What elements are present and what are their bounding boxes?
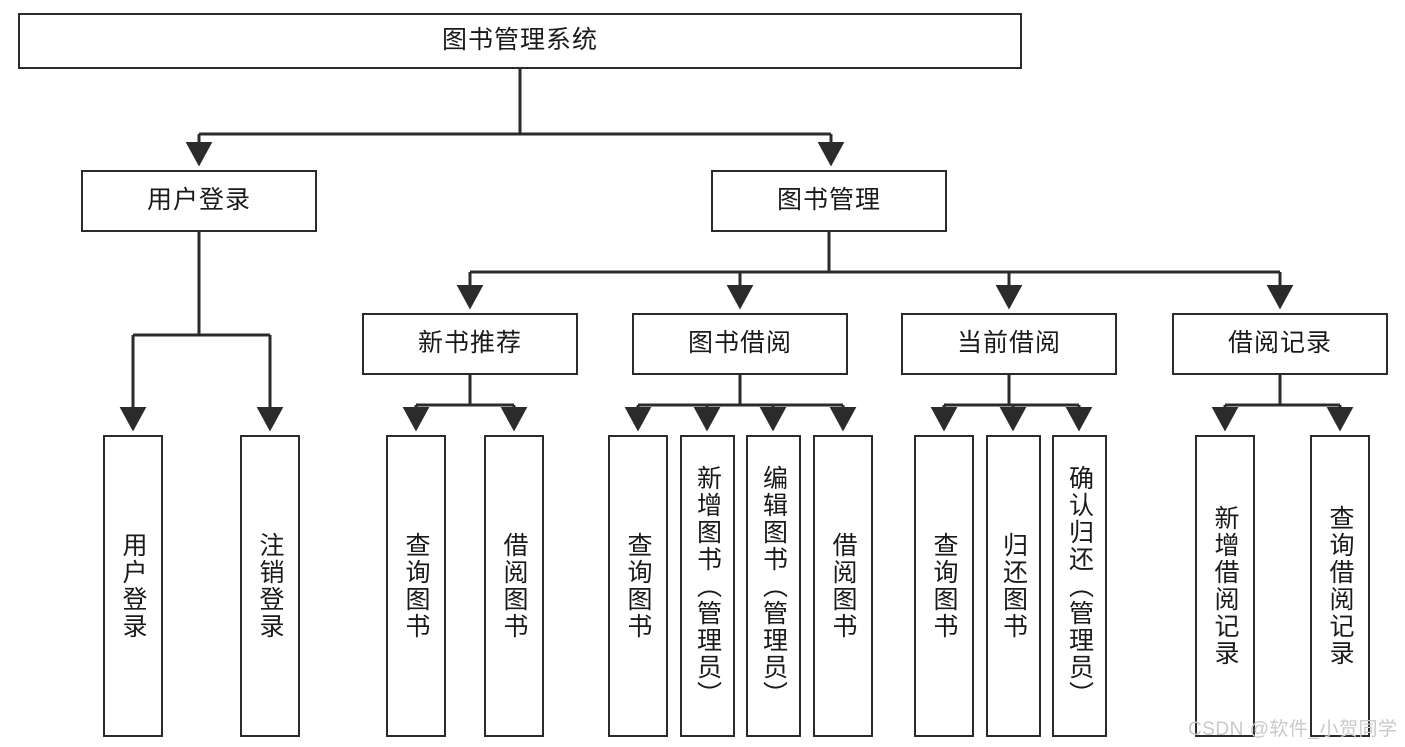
node-leaf-add-borrow-record[interactable]: 新增借阅记录	[1195, 435, 1255, 737]
node-leaf-query-borrow-record[interactable]: 查询借阅记录	[1310, 435, 1370, 737]
node-book-management[interactable]: 图书管理	[711, 170, 947, 232]
node-leaf-borrow-book-1-label: 借阅图书	[500, 532, 528, 640]
node-new-book-recommend-label: 新书推荐	[417, 329, 522, 358]
node-leaf-user-login-label: 用户登录	[119, 532, 147, 640]
node-root[interactable]: 图书管理系统	[18, 13, 1022, 69]
node-leaf-query-book-2-label: 查询图书	[624, 532, 652, 640]
node-leaf-query-book-3-label: 查询图书	[930, 532, 958, 640]
node-leaf-logout-login-label: 注销登录	[256, 532, 284, 640]
node-leaf-borrow-book-2[interactable]: 借阅图书	[813, 435, 873, 737]
node-book-borrow[interactable]: 图书借阅	[632, 313, 848, 375]
node-borrow-record-label: 借阅记录	[1227, 329, 1332, 358]
node-leaf-query-book-3[interactable]: 查询图书	[914, 435, 974, 737]
node-leaf-borrow-book-1[interactable]: 借阅图书	[484, 435, 544, 737]
node-leaf-query-book-2[interactable]: 查询图书	[608, 435, 668, 737]
node-current-borrow[interactable]: 当前借阅	[901, 313, 1117, 375]
node-leaf-add-book-admin[interactable]: 新增图书（管理员）	[680, 435, 735, 737]
node-book-borrow-label: 图书借阅	[687, 329, 792, 358]
node-leaf-query-book-1[interactable]: 查询图书	[386, 435, 446, 737]
node-leaf-return-book-label: 归还图书	[999, 532, 1028, 640]
node-user-login[interactable]: 用户登录	[81, 170, 317, 232]
node-leaf-edit-book-admin-label: 编辑图书（管理员）	[759, 464, 788, 708]
csdn-watermark: CSDN @软件_小贺同学	[1188, 719, 1398, 740]
node-leaf-query-book-1-label: 查询图书	[402, 532, 430, 640]
node-leaf-edit-book-admin[interactable]: 编辑图书（管理员）	[746, 435, 801, 737]
node-leaf-confirm-return-admin[interactable]: 确认归还（管理员）	[1052, 435, 1107, 737]
node-user-login-label: 用户登录	[146, 186, 251, 215]
node-borrow-record[interactable]: 借阅记录	[1172, 313, 1388, 375]
node-leaf-logout-login[interactable]: 注销登录	[240, 435, 300, 737]
node-leaf-borrow-book-2-label: 借阅图书	[829, 532, 857, 640]
node-leaf-confirm-return-admin-label: 确认归还（管理员）	[1065, 464, 1094, 708]
node-new-book-recommend[interactable]: 新书推荐	[362, 313, 578, 375]
node-current-borrow-label: 当前借阅	[956, 329, 1061, 358]
node-leaf-add-book-admin-label: 新增图书（管理员）	[693, 464, 722, 708]
node-leaf-user-login[interactable]: 用户登录	[103, 435, 163, 737]
node-leaf-return-book[interactable]: 归还图书	[986, 435, 1041, 737]
node-leaf-add-borrow-record-label: 新增借阅记录	[1211, 505, 1239, 667]
node-root-label: 图书管理系统	[441, 26, 598, 55]
node-leaf-query-borrow-record-label: 查询借阅记录	[1326, 505, 1354, 667]
node-book-management-label: 图书管理	[776, 186, 881, 215]
